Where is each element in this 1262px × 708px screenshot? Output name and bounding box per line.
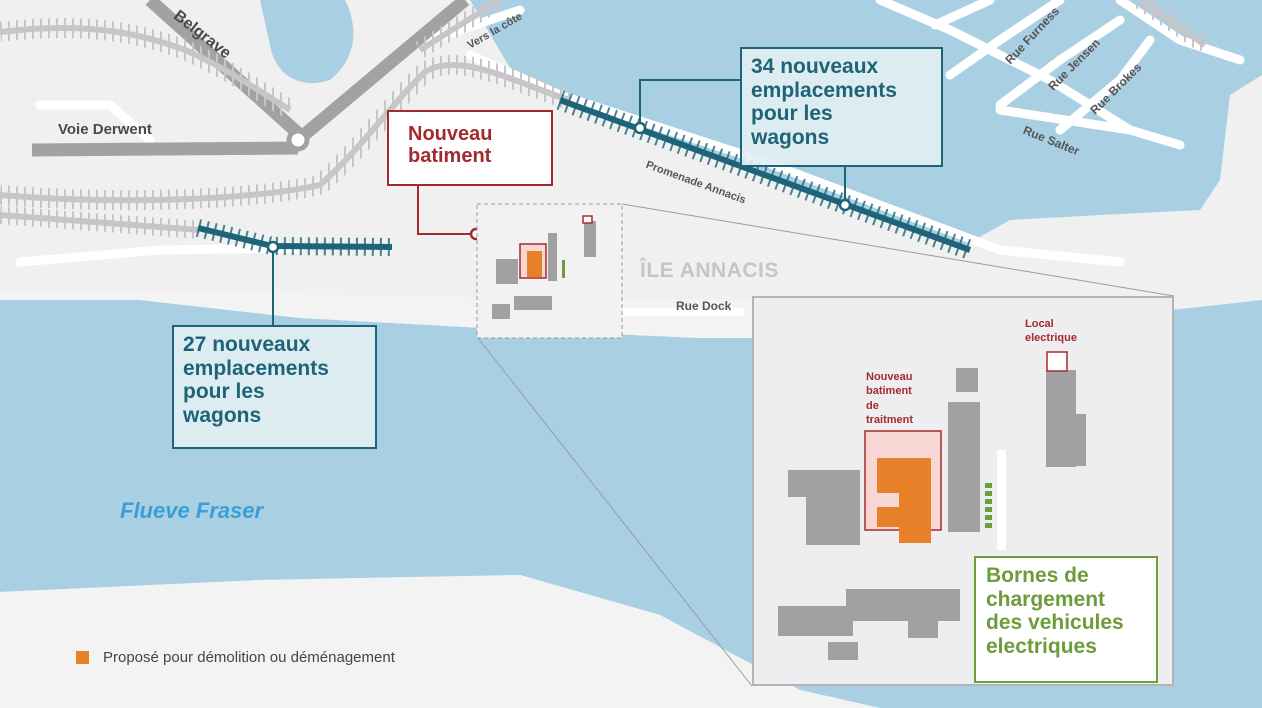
label-flueve-fraser: Flueve Fraser <box>120 498 264 523</box>
demolition-building <box>877 458 931 543</box>
charging-stations <box>985 483 992 528</box>
site-buildings-small <box>492 215 596 319</box>
local-electrique-box <box>1046 351 1068 372</box>
rail-lines <box>0 0 1211 239</box>
label-ile-annacis: ÎLE ANNACIS <box>640 259 779 282</box>
inset-buildings <box>778 368 1086 660</box>
callout-nouveau-batiment: Nouveau batiment <box>387 110 553 186</box>
inset-streets <box>997 450 1006 550</box>
inset-frame <box>752 296 1174 686</box>
label-voie-derwent: Voie Derwent <box>58 121 152 138</box>
label-treatment-building: Nouveau batiment de traitment <box>866 371 914 426</box>
callout-27-wagons: 27 nouveaux emplacements pour les wagons <box>172 325 377 449</box>
legend-swatch-orange <box>76 651 89 664</box>
label-local-electrique: Local electrique <box>1025 318 1077 344</box>
callout-bornes-chargement: Bornes de chargement des vehicules elect… <box>974 556 1158 683</box>
legend-label: Proposé pour démolition ou déménagement <box>103 649 395 666</box>
label-rue-dock: Rue Dock <box>676 299 732 313</box>
legend: Proposé pour démolition ou déménagement <box>76 649 395 666</box>
callout-34-wagons: 34 nouveaux emplacements pour les wagons <box>740 47 943 167</box>
leader-lines <box>272 79 1175 687</box>
